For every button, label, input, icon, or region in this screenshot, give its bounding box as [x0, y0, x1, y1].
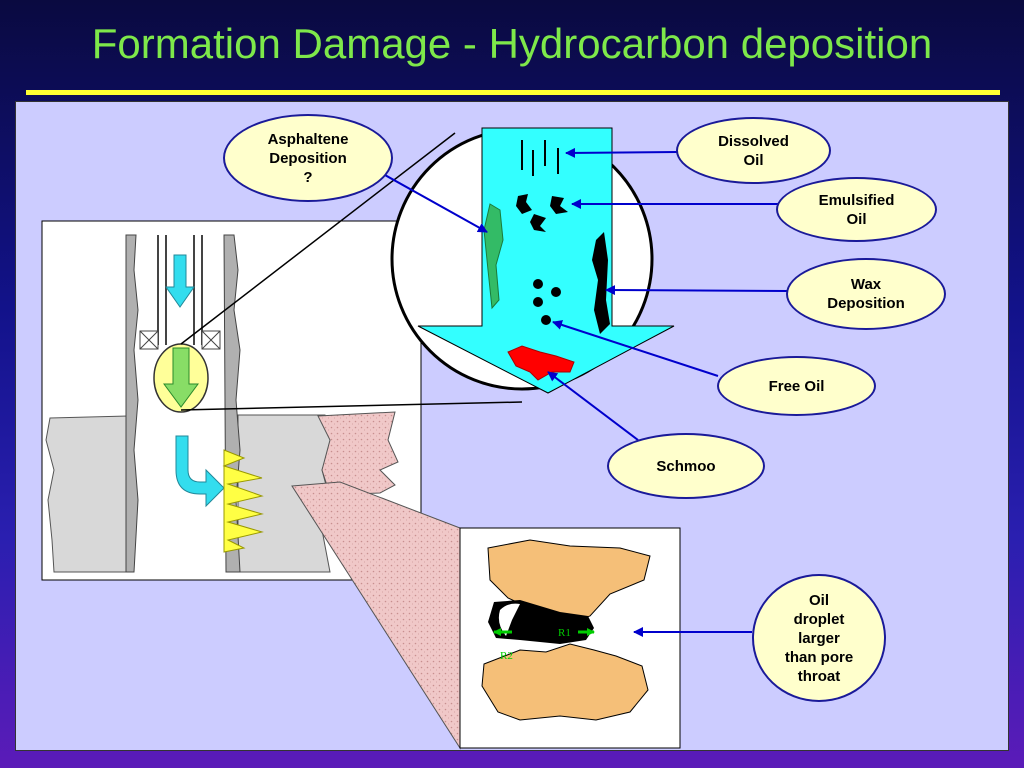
dissolved-oil-marks	[521, 140, 559, 176]
r1-label: R1	[558, 627, 571, 639]
droplet-highlight	[498, 603, 520, 636]
zoom-line-top	[180, 132, 456, 345]
packer-right	[201, 330, 221, 350]
slide-title: Formation Damage - Hydrocarbon depositio…	[91, 20, 933, 67]
flow-down-arrow-small	[165, 254, 195, 308]
perforation-spikes	[222, 449, 264, 553]
pore-throat-box: R1 R2	[459, 527, 681, 749]
wax-deposit	[592, 232, 610, 334]
dissolved-oil-label: Dissolved Oil	[676, 117, 831, 184]
casing-left	[125, 234, 139, 573]
left-formation	[45, 415, 131, 573]
green-down-arrow	[163, 347, 199, 408]
asphaltene-deposit	[483, 203, 504, 310]
flow-curved-arrow	[175, 435, 225, 508]
sand-grain-bottom	[481, 643, 649, 721]
free-oil-dots	[533, 279, 561, 325]
pore-zoom-projection	[291, 481, 461, 750]
oil-droplet-label: Oil droplet larger than pore throat	[752, 574, 886, 702]
title-underline	[26, 90, 1000, 95]
wellbore-section	[41, 220, 422, 581]
emulsified-oil-label: Emulsified Oil	[776, 177, 937, 242]
magnified-circle	[390, 127, 675, 394]
annotation-arrows	[375, 147, 789, 637]
fluid-flow-arrow	[417, 127, 675, 394]
zoom-line-bottom	[180, 401, 523, 411]
emulsified-oil-blobs	[516, 194, 568, 232]
wax-deposition-label: Wax Deposition	[786, 258, 946, 330]
schmoo-label: Schmoo	[607, 433, 765, 499]
packer-left	[139, 330, 159, 350]
r2-label: R2	[500, 650, 513, 662]
right-formation-rock	[317, 411, 399, 496]
asphaltene-deposition-label: Asphaltene Deposition ?	[223, 114, 393, 202]
free-oil-label: Free Oil	[717, 356, 876, 416]
